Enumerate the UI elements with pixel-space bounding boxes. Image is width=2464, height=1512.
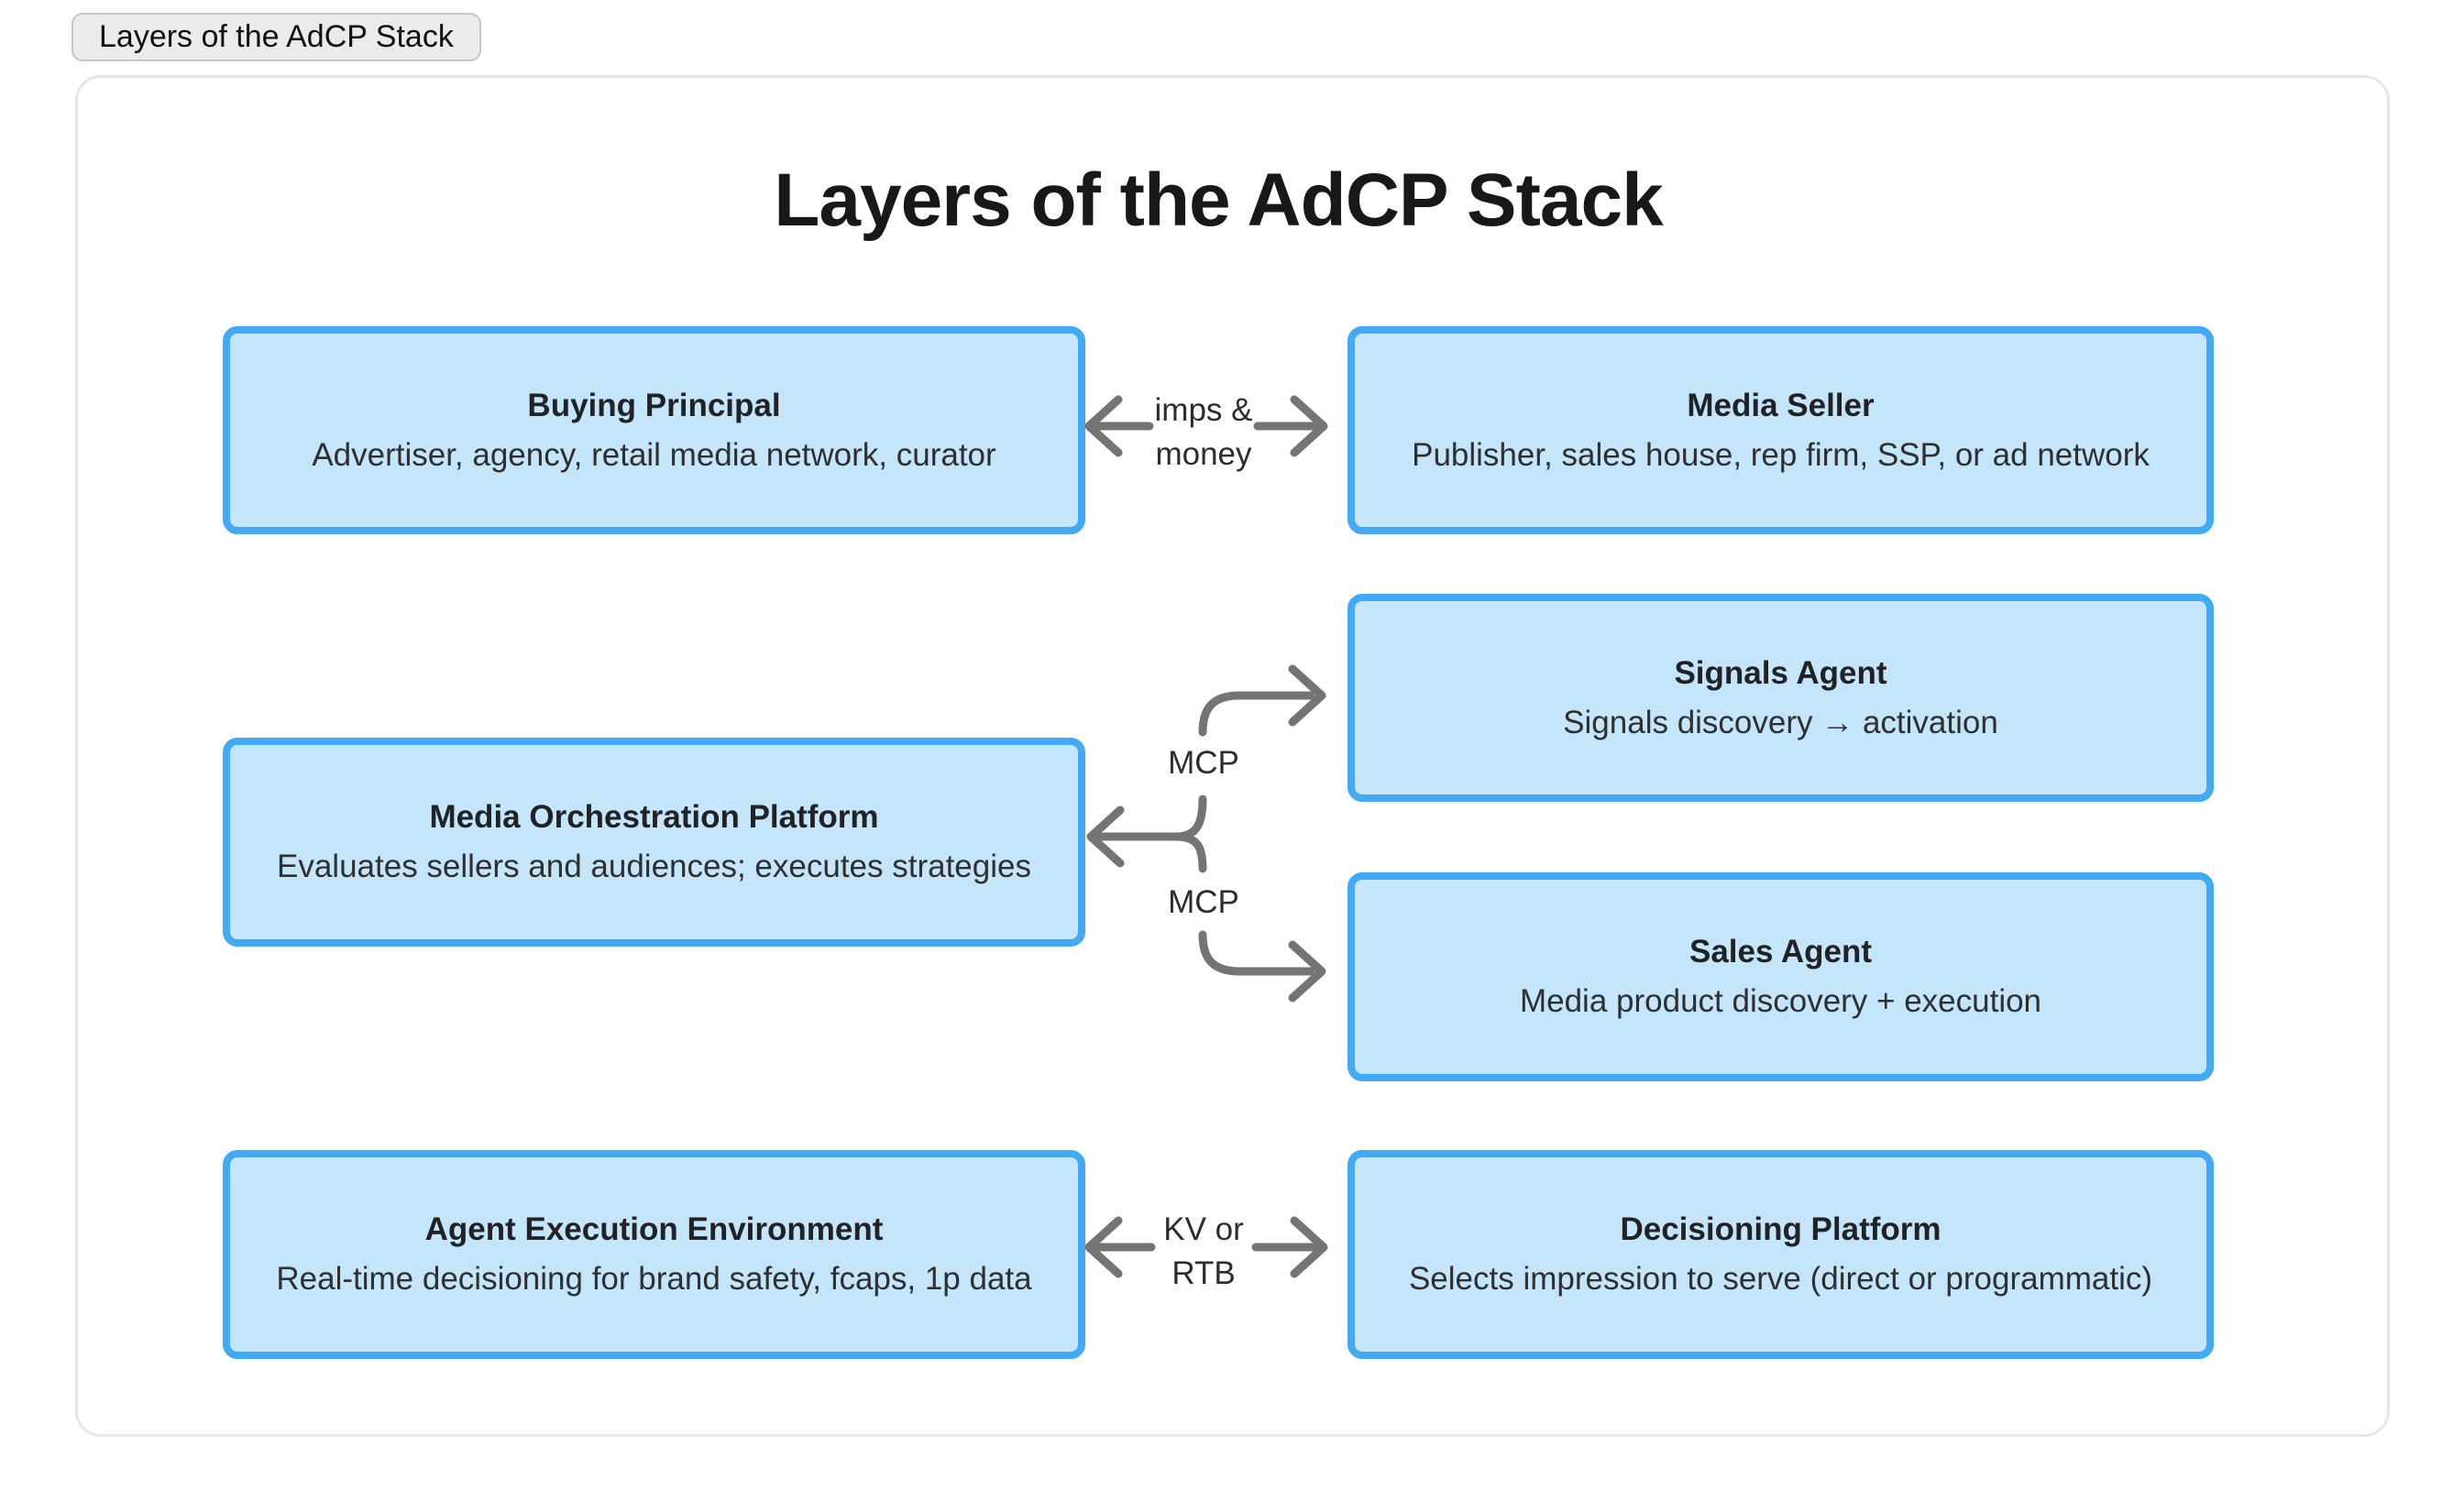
node-title: Signals Agent [1674,654,1887,691]
node-subtitle: Selects impression to serve (direct or p… [1408,1261,2153,1297]
node-decisioning-platform: Decisioning Platform Selects impression … [1348,1150,2214,1359]
diagram-tab[interactable]: Layers of the AdCP Stack [72,13,481,61]
edge-label-line: imps & [1154,392,1253,428]
node-media-orchestration-platform: Media Orchestration Platform Evaluates s… [223,738,1085,947]
node-title: Agent Execution Environment [424,1211,884,1247]
node-title: Decisioning Platform [1620,1211,1942,1247]
node-buying-principal: Buying Principal Advertiser, agency, ret… [223,326,1085,534]
edge-label-line: money [1155,436,1252,472]
node-subtitle: Signals discovery → activation [1563,704,1998,740]
edge-label-line: KV or [1163,1211,1244,1247]
edge-label-line: RTB [1172,1255,1236,1291]
node-title: Sales Agent [1688,934,1873,970]
edge-label-mcp-bottom: MCP [1168,884,1239,920]
node-title: Media Seller [1687,387,1875,423]
diagram-title: Layers of the AdCP Stack [774,159,1663,242]
edge-label-mcp-top: MCP [1168,745,1239,781]
node-agent-execution-environment: Agent Execution Environment Real-time de… [223,1150,1085,1359]
node-sales-agent: Sales Agent Media product discovery + ex… [1348,872,2214,1081]
node-signals-agent: Signals Agent Signals discovery → activa… [1348,594,2214,802]
node-title: Buying Principal [527,387,781,423]
edge-label-kv-rtb: KV or RTB [1112,1208,1295,1296]
node-subtitle: Media product discovery + execution [1519,983,2042,1019]
edge-label-imps-money: imps & money [1112,389,1295,477]
node-media-seller: Media Seller Publisher, sales house, rep… [1348,326,2214,534]
node-subtitle: Real-time decisioning for brand safety, … [276,1261,1032,1297]
node-subtitle: Evaluates sellers and audiences; execute… [277,849,1031,884]
node-subtitle: Publisher, sales house, rep firm, SSP, o… [1412,436,2150,473]
node-subtitle: Advertiser, agency, retail media network… [312,436,996,473]
node-title: Media Orchestration Platform [429,799,879,835]
